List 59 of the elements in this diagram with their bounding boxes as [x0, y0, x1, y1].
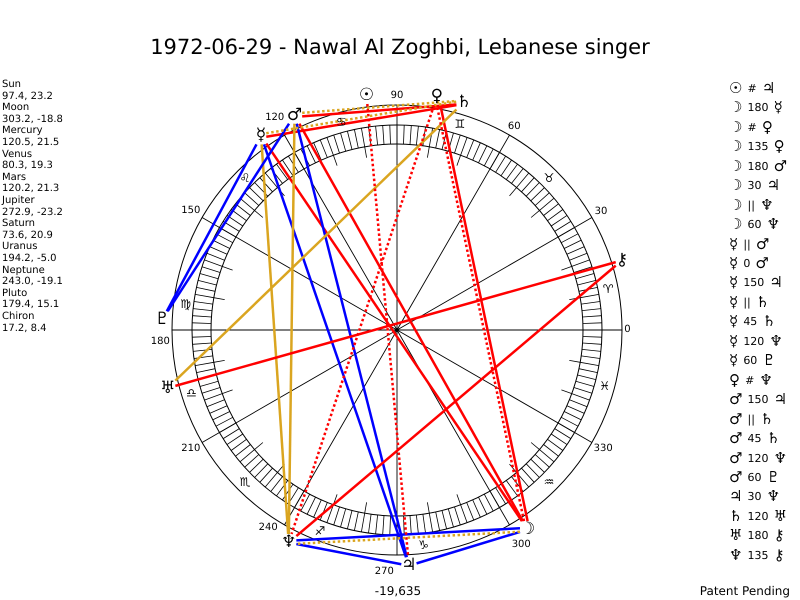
planet-name: Mercury	[2, 126, 43, 136]
degree-label: 0	[624, 325, 631, 335]
position-value: 120.5, 21.5	[2, 138, 60, 148]
planet-name: Venus	[2, 150, 32, 160]
value-label: -19,635	[374, 585, 422, 597]
aspect-entry: ♄ 120 ♅	[729, 508, 788, 524]
planet-name: Saturn	[2, 219, 36, 230]
planet-name: Chiron	[2, 312, 34, 322]
planet-name: Uranus	[2, 242, 38, 252]
position-value: 194.2, -5.0	[2, 254, 56, 264]
planet-name: Mars	[2, 172, 26, 183]
position-value: 120.2, 21.3	[2, 184, 60, 194]
planet-name: Neptune	[2, 266, 45, 276]
planet-name: Jupiter	[2, 196, 35, 206]
aspect-entry: ☽ # ♀	[729, 118, 773, 135]
planet-symbol: ♇	[154, 311, 170, 328]
aspect-entry: ♆ 135 ⚷	[729, 546, 785, 563]
position-value: 272.9, -23.2	[2, 208, 63, 218]
aspect-entry: ♂ || ♄	[729, 410, 774, 427]
position-value: 17.2, 8.4	[2, 324, 47, 334]
aspect-entry: ☽ 30 ♃	[729, 177, 780, 194]
position-value: 73.6, 20.9	[2, 230, 53, 241]
planet-symbol: ♀	[430, 88, 444, 106]
position-value: 97.4, 23.2	[2, 92, 53, 102]
aspect-entry: ☿ 0 ♂	[729, 255, 769, 272]
aspect-entry: ♂ 60 ♇	[729, 468, 780, 486]
aspect-entry: ☽ 180 ☿	[729, 99, 783, 116]
aspect-entry: ☽ || ♆	[729, 196, 774, 213]
aspect-entry: ♃ 30 ♆	[729, 488, 780, 505]
position-value: 80.3, 19.3	[2, 161, 53, 172]
degree-label: 90	[390, 91, 404, 101]
aspect-entry: ♀ # ♆	[729, 372, 773, 388]
aspect-entry: ☿ 120 ♆	[729, 332, 783, 349]
planet-name: Sun	[2, 80, 22, 90]
chart-title: 1972-06-29 - Nawal Al Zoghbi, Lebanese singer	[150, 36, 650, 58]
aspect-entry: ☽ 180 ♂	[729, 158, 788, 174]
aspect-entry: ☿ 150 ♃	[729, 274, 783, 291]
aspect-entry: ☿ 60 ♇	[729, 352, 776, 368]
planet-name: Pluto	[2, 288, 28, 299]
planet-name: Moon	[2, 103, 30, 114]
planet-symbol: ♃	[401, 557, 417, 574]
aspect-entry: ☿ 45 ♄	[729, 313, 776, 330]
planet-symbol: ☉	[358, 87, 374, 104]
footer-note: Patent Pending	[700, 585, 790, 597]
aspect-entry: ☽ 60 ♆	[729, 216, 780, 232]
aspect-entry: ☽ 135 ♀	[729, 138, 785, 154]
aspect-entry: ☿ || ♂	[729, 236, 770, 252]
position-value: 303.2, -18.8	[2, 114, 63, 125]
position-value: 243.0, -19.1	[2, 277, 63, 288]
aspect-entry: ♂ 120 ♆	[729, 450, 788, 466]
degree-label: 270	[374, 567, 394, 578]
position-value: 179.4, 15.1	[2, 300, 60, 310]
planet-symbol: ♅	[160, 380, 176, 396]
aspect-entry: ♅ 180 ⚷	[729, 527, 785, 544]
aspect-entry: ♂ 45 ♄	[729, 430, 780, 446]
aspect-entry: ☿ || ♄	[729, 294, 770, 310]
degree-label: 180	[150, 337, 170, 348]
aspect-entry: ☉ # ♃	[729, 80, 776, 96]
aspect-entry: ♂ 150 ♃	[729, 391, 788, 408]
